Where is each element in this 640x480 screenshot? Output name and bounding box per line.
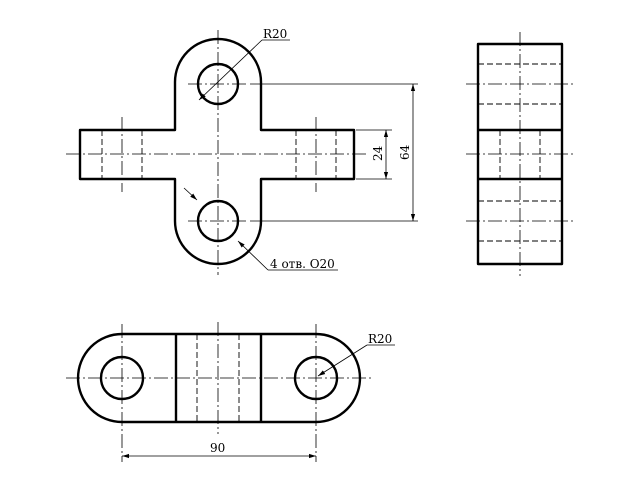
holes-note-leader bbox=[237, 240, 269, 271]
top-radius-label: R20 bbox=[263, 27, 287, 41]
holes-note-label: 4 отв. O20 bbox=[270, 257, 335, 271]
bottom-radius-leader bbox=[317, 344, 368, 377]
dim-24-label: 24 bbox=[371, 145, 385, 161]
top-view-dimensions: R20 90 bbox=[121, 332, 395, 459]
top-view bbox=[66, 322, 372, 462]
front-view-outline bbox=[78, 37, 356, 266]
dim-64-label: 64 bbox=[398, 144, 412, 160]
holes-note-arrow-upper bbox=[183, 187, 198, 201]
bottom-radius-label: R20 bbox=[368, 332, 392, 346]
front-view bbox=[66, 30, 368, 275]
dim-90-label: 90 bbox=[210, 441, 225, 455]
front-view-dimensions: R20 4 отв. O20 24 64 bbox=[183, 27, 418, 271]
top-radius-leader bbox=[198, 39, 263, 101]
side-view bbox=[466, 32, 576, 276]
